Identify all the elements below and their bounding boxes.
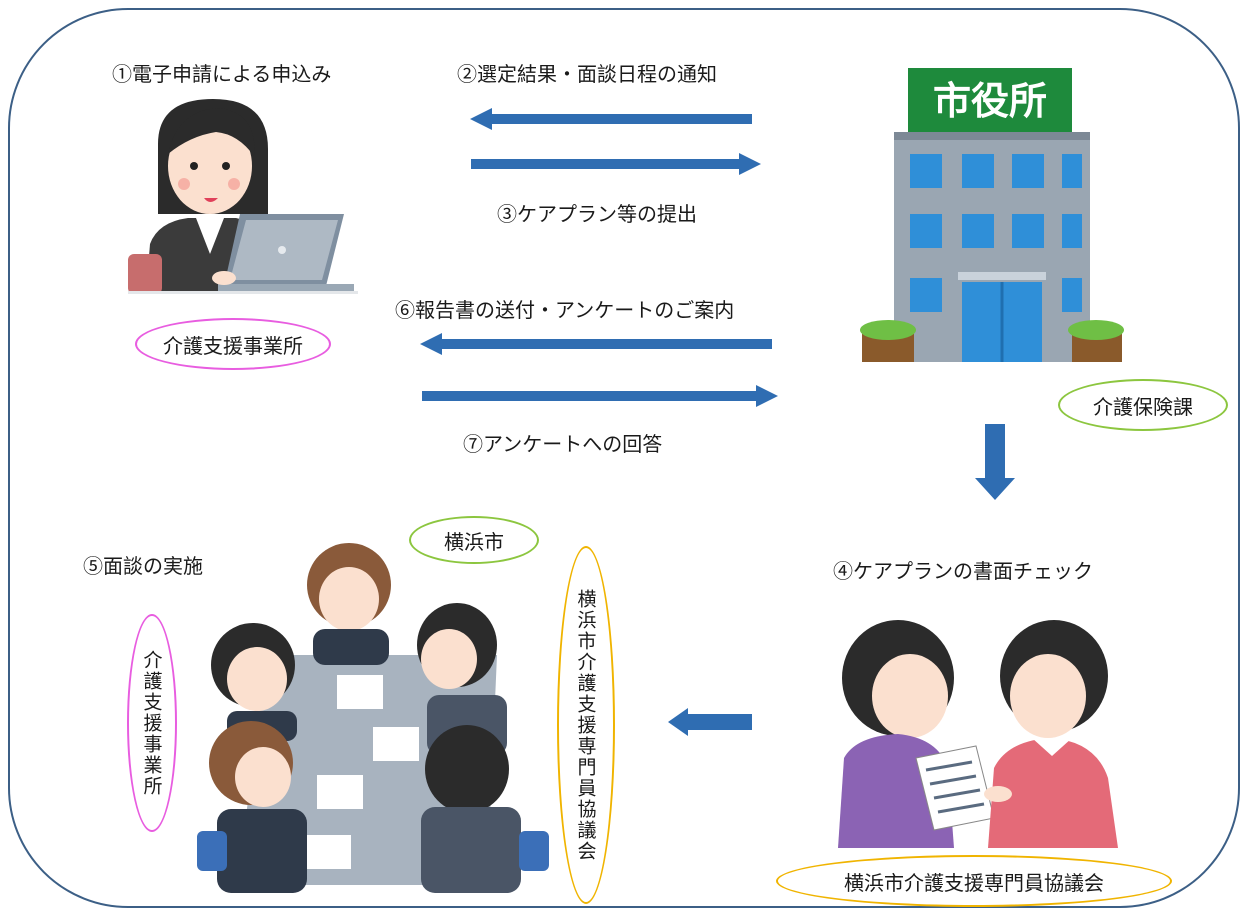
two-women-document-icon xyxy=(838,620,1118,848)
step-4-label: ④ケアプランの書面チェック xyxy=(833,559,1093,583)
diagram-frame xyxy=(8,8,1240,908)
step-1-label: ①電子申請による申込み xyxy=(112,62,332,86)
city-hall-building-icon: 市役所 xyxy=(860,68,1124,362)
council-vertical-oval: 横浜市介護支援専門員協議会 xyxy=(557,546,615,904)
arrow-step3-right xyxy=(471,153,761,175)
step-5-label: ⑤面談の実施 xyxy=(83,554,203,578)
arrow-step6-left xyxy=(420,333,772,355)
woman-laptop-icon xyxy=(128,99,358,294)
step-6-label: ⑥報告書の送付・アンケートのご案内 xyxy=(395,298,735,322)
council-oval: 横浜市介護支援専門員協議会 xyxy=(776,855,1172,907)
meeting-table-icon xyxy=(197,543,549,893)
office-vertical-oval: 介護支援事業所 xyxy=(127,614,177,832)
arrow-step2-left xyxy=(470,108,752,130)
insurance-division-oval: 介護保険課 xyxy=(1058,379,1228,431)
arrow-to-meeting xyxy=(668,708,752,736)
arrow-down-to-check xyxy=(975,424,1015,500)
yokohama-oval: 横浜市 xyxy=(409,516,539,564)
step-7-label: ⑦アンケートへの回答 xyxy=(463,432,663,456)
office-oval: 介護支援事業所 xyxy=(135,318,331,370)
city-hall-sign: 市役所 xyxy=(933,79,1047,123)
arrow-step7-right xyxy=(422,385,778,407)
step-2-label: ②選定結果・面談日程の通知 xyxy=(457,62,717,86)
step-3-label: ③ケアプラン等の提出 xyxy=(497,202,697,226)
